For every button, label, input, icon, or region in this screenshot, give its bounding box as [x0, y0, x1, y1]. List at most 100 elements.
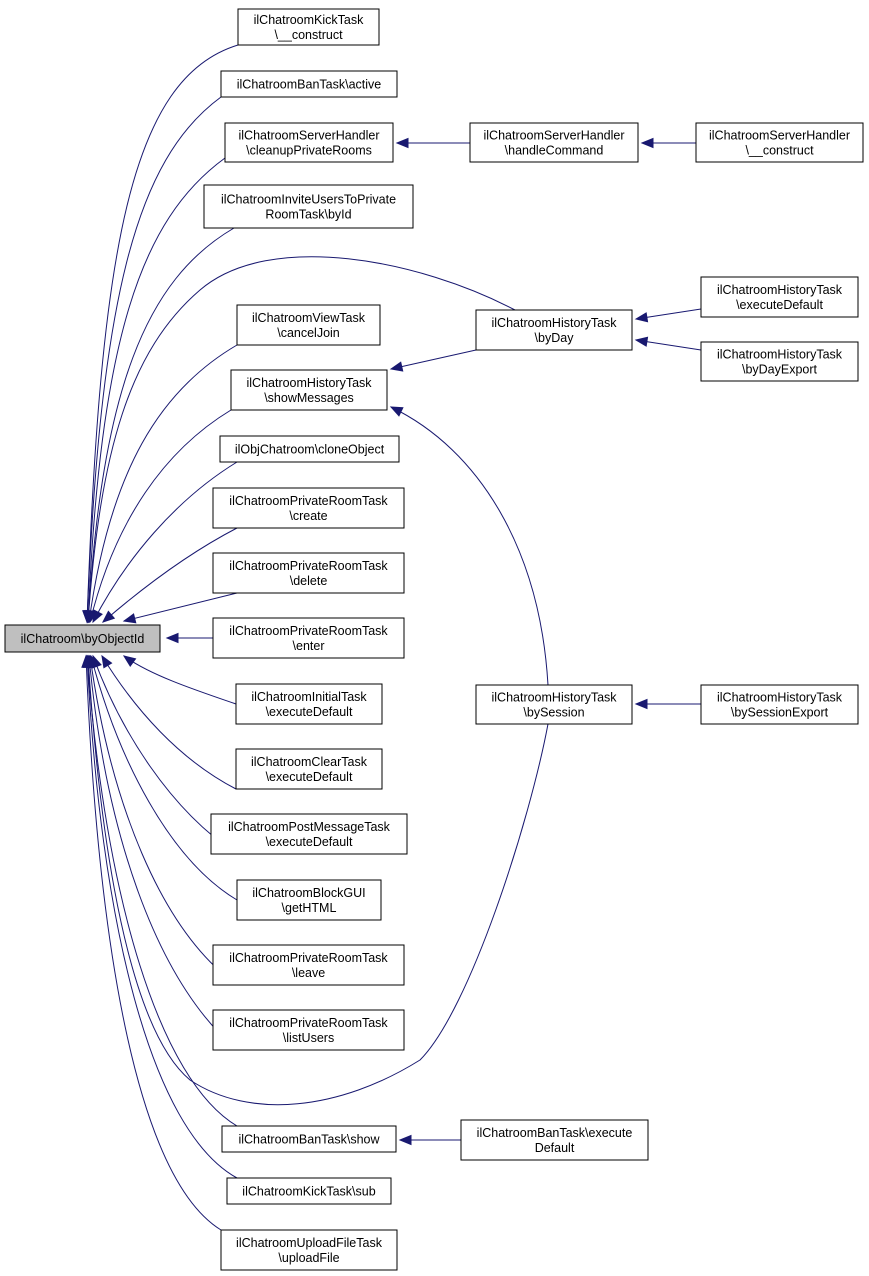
node-label: \executeDefault	[266, 705, 353, 719]
node-label: \listUsers	[283, 1031, 334, 1045]
node-label: ilChatroomHistoryTask	[717, 691, 843, 705]
node-label: \executeDefault	[266, 770, 353, 784]
node-box[interactable]	[235, 683, 383, 725]
node-box[interactable]	[220, 70, 398, 98]
node-box[interactable]	[695, 122, 864, 163]
node-box[interactable]	[226, 1177, 392, 1205]
arrowhead	[389, 361, 404, 372]
graph-node[interactable]: ilChatroomHistoryTask\showMessages	[230, 369, 388, 411]
node-box[interactable]	[219, 435, 400, 463]
graph-node[interactable]: ilChatroomBanTask\show	[221, 1125, 397, 1153]
node-box[interactable]	[235, 748, 383, 790]
graph-node[interactable]: ilChatroomPrivateRoomTask\leave	[212, 944, 405, 986]
node-box[interactable]	[700, 341, 859, 382]
arrowhead	[634, 336, 649, 347]
node-box[interactable]	[212, 487, 405, 529]
node-label: ilChatroomHistoryTask	[246, 376, 372, 390]
graph-node[interactable]: ilChatroomInitialTask\executeDefault	[235, 683, 383, 725]
node-label: ilChatroomHistoryTask	[717, 348, 843, 362]
node-label: ilChatroomHistoryTask	[491, 316, 617, 330]
graph-node[interactable]: ilChatroomHistoryTask\byDay	[475, 309, 633, 351]
edge-line	[87, 227, 235, 623]
graph-node[interactable]: ilChatroomViewTask\cancelJoin	[236, 304, 381, 346]
edge-server_handle-to-server_cleanup	[395, 137, 470, 149]
graph-node[interactable]: ilChatroomPostMessageTask\executeDefault	[210, 813, 408, 855]
graph-node[interactable]: ilChatroomInviteUsersToPrivateRoomTask\b…	[203, 184, 414, 229]
edge-line	[85, 655, 222, 1231]
node-box[interactable]	[220, 1229, 398, 1271]
node-box[interactable]	[4, 624, 161, 653]
graph-node[interactable]: ilChatroomPrivateRoomTask\delete	[212, 552, 405, 594]
graph-node[interactable]: ilChatroomBlockGUI\getHTML	[236, 879, 382, 921]
arrowhead	[398, 1134, 412, 1146]
graph-node[interactable]: ilChatroomPrivateRoomTask\enter	[212, 617, 405, 659]
node-box[interactable]	[700, 684, 859, 725]
node-box[interactable]	[210, 813, 408, 855]
edge-line	[123, 592, 238, 622]
node-label: \delete	[290, 574, 328, 588]
graph-node[interactable]: ilChatroomServerHandler\cleanupPrivateRo…	[224, 122, 394, 163]
graph-node[interactable]: ilChatroomPrivateRoomTask\listUsers	[212, 1009, 405, 1051]
node-box[interactable]	[475, 309, 633, 351]
graph-node[interactable]: ilChatroomHistoryTask\executeDefault	[700, 276, 859, 318]
node-label: RoomTask\byId	[265, 208, 351, 222]
node-box[interactable]	[237, 8, 380, 46]
graph-node[interactable]: ilObjChatroom\cloneObject	[219, 435, 400, 463]
graph-node[interactable]: ilChatroomHistoryTask\bySessionExport	[700, 684, 859, 725]
edge-block_gethtml-to-root	[88, 654, 238, 901]
edge-line	[88, 344, 238, 623]
edge-layer	[81, 44, 702, 1231]
arrowhead	[101, 654, 113, 669]
edge-line	[123, 655, 237, 705]
node-box[interactable]	[212, 617, 405, 659]
graph-node[interactable]: ilChatroomClearTask\executeDefault	[235, 748, 383, 790]
node-label: ilChatroomInitialTask	[251, 690, 367, 704]
graph-node[interactable]: ilChatroomUploadFileTask\uploadFile	[220, 1229, 398, 1271]
node-label: \uploadFile	[278, 1251, 339, 1265]
node-box[interactable]	[469, 122, 639, 163]
node-box[interactable]	[475, 684, 633, 725]
node-box[interactable]	[212, 552, 405, 594]
node-label: ilChatroomUploadFileTask	[236, 1236, 383, 1250]
node-box[interactable]	[212, 944, 405, 986]
node-label: \handleCommand	[505, 144, 604, 158]
node-label: \cancelJoin	[277, 326, 340, 340]
graph-node[interactable]: ilChatroomServerHandler\handleCommand	[469, 122, 639, 163]
edge-line	[89, 409, 232, 623]
node-label: ilChatroomPostMessageTask	[228, 820, 391, 834]
node-label: ilChatroom\byObjectId	[21, 632, 145, 646]
edge-line	[90, 655, 238, 901]
edge-history_execdefault-to-history_byday	[634, 308, 702, 323]
graph-node[interactable]: ilChatroomKickTask\__construct	[237, 8, 380, 46]
node-label: \bySession	[523, 706, 584, 720]
node-box[interactable]	[700, 276, 859, 318]
edge-history_bysessionexport-to-history_bysession	[634, 698, 701, 710]
node-label: \executeDefault	[266, 835, 353, 849]
node-box[interactable]	[460, 1119, 649, 1161]
graph-node[interactable]: ilChatroomKickTask\sub	[226, 1177, 392, 1205]
graph-node[interactable]: ilChatroomServerHandler\__construct	[695, 122, 864, 163]
node-label: \leave	[292, 966, 325, 980]
node-box[interactable]	[236, 304, 381, 346]
edge-line	[89, 655, 238, 986]
node-box[interactable]	[221, 1125, 397, 1153]
graph-node[interactable]: ilChatroomHistoryTask\byDayExport	[700, 341, 859, 382]
root-node[interactable]: ilChatroom\byObjectId	[4, 624, 161, 653]
node-box[interactable]	[203, 184, 414, 229]
graph-node[interactable]: ilChatroomPrivateRoomTask\create	[212, 487, 405, 529]
node-box[interactable]	[224, 122, 394, 163]
edge-priv_enter-to-root	[165, 632, 213, 644]
graph-node[interactable]: ilChatroomBanTask\active	[220, 70, 398, 98]
node-label: ilObjChatroom\cloneObject	[235, 443, 385, 457]
node-box[interactable]	[236, 879, 382, 921]
node-label: ilChatroomInviteUsersToPrivate	[221, 193, 396, 207]
graph-node[interactable]: ilChatroomHistoryTask\bySession	[475, 684, 633, 725]
node-label: ilChatroomPrivateRoomTask	[229, 624, 388, 638]
node-box[interactable]	[212, 1009, 405, 1051]
node-box[interactable]	[230, 369, 388, 411]
edge-line	[86, 655, 238, 1127]
node-label: \bySessionExport	[731, 706, 829, 720]
graph-node[interactable]: ilChatroomBanTask\executeDefault	[460, 1119, 649, 1161]
node-label: ilChatroomPrivateRoomTask	[229, 559, 388, 573]
edge-server_construct-to-server_handle	[640, 137, 696, 149]
